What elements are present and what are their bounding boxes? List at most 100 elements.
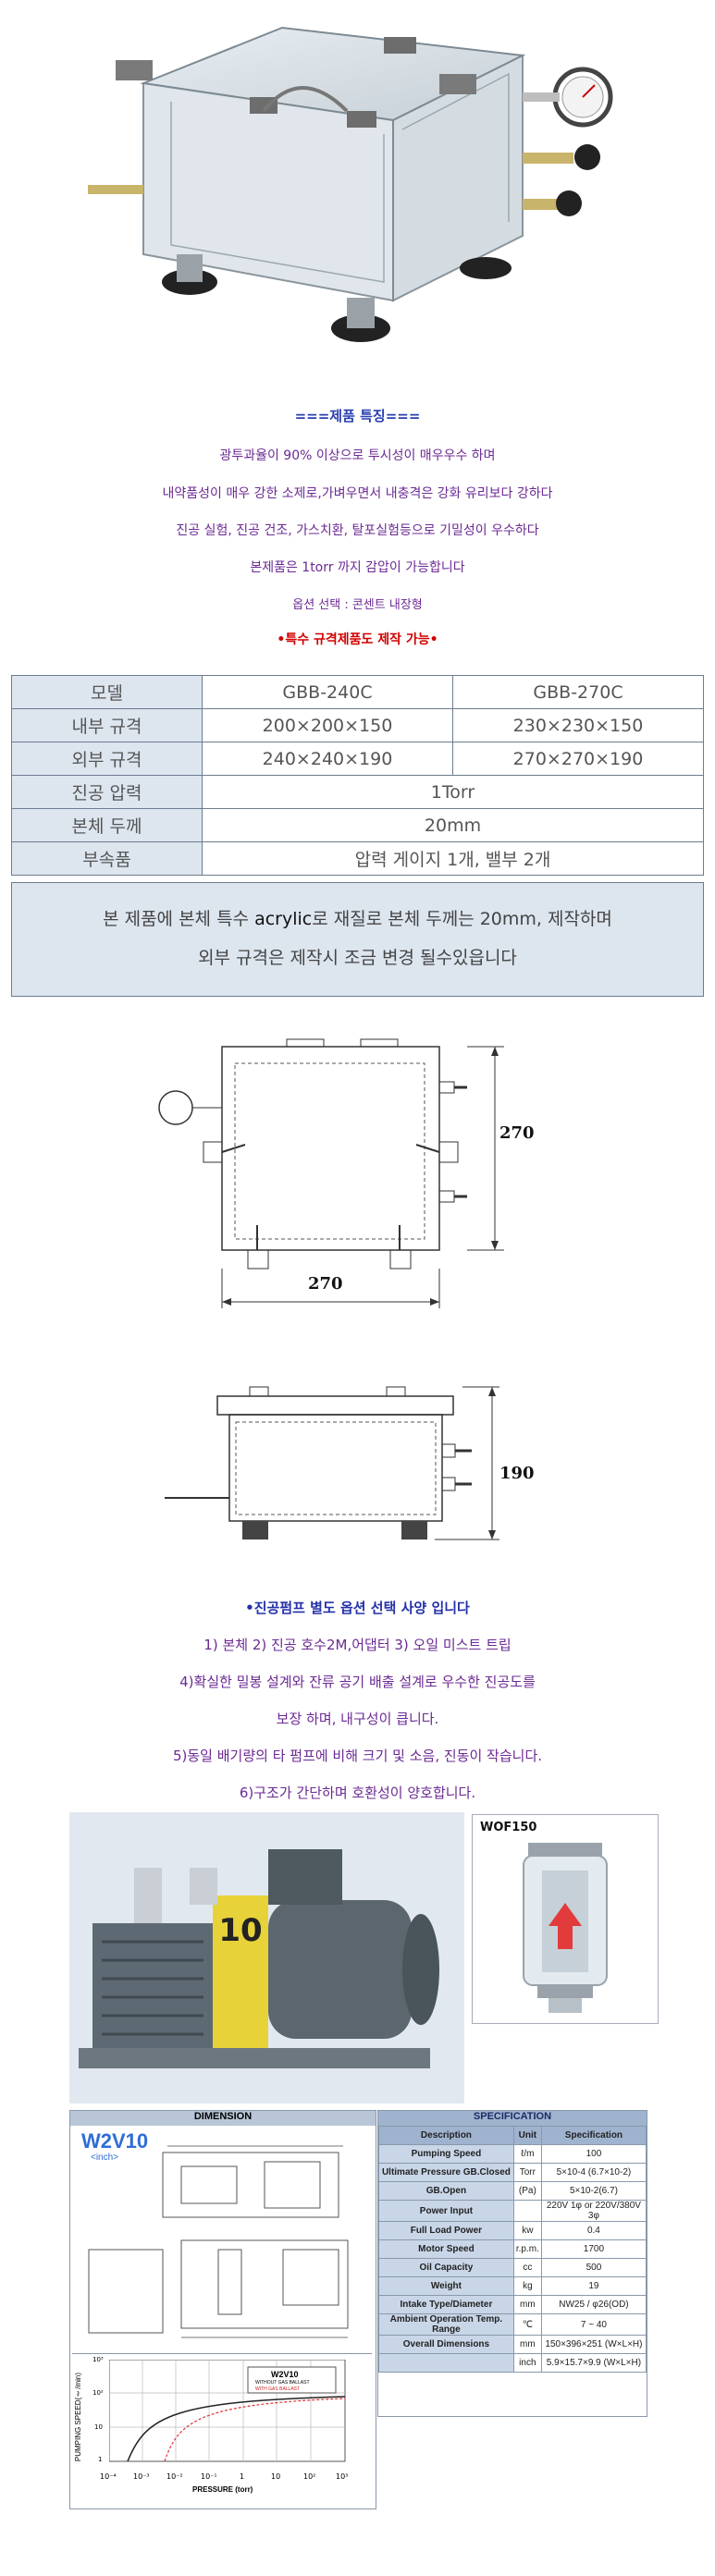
pump-model-number: 10: [218, 1912, 263, 1949]
spec-desc: Overall Dimensions: [378, 2335, 514, 2354]
spec-unit: mm: [512, 2335, 542, 2354]
dimension-header: DIMENSION: [70, 2111, 376, 2126]
spec-cell: 240×240×190: [202, 742, 453, 776]
spec-value: 500: [540, 2258, 647, 2277]
spec-col-header: Description: [378, 2126, 514, 2145]
spec-value: 19: [540, 2276, 647, 2296]
spec-unit: (Pa): [512, 2181, 542, 2201]
spec-row-label: 내부 규격: [11, 708, 203, 742]
spec-row: 부속품 압력 게이지 1개, 밸부 2개: [11, 841, 704, 876]
specification-table: Description Unit Specification Pumping S…: [378, 2126, 647, 2373]
spec-desc: Motor Speed: [378, 2239, 514, 2259]
graph-ylabel: PUMPING SPEED(ℓ/min): [74, 2373, 82, 2462]
spec-header-model-a: GBB-240C: [202, 675, 453, 709]
pump-line-1: 1) 본체 2) 진공 호수2M,어댑터 3) 오일 미스트 트립: [203, 1637, 512, 1653]
note-line-2: 외부 규격은 제작시 조금 변경 될수있읍니다: [198, 948, 517, 968]
spec-value: 220V 1φ or 220V/380V 3φ: [540, 2200, 647, 2222]
spec-desc: Oil Capacity: [378, 2258, 514, 2277]
x-tick: 10⁻³: [133, 2472, 150, 2481]
dimension-unit: <inch>: [91, 2153, 119, 2163]
spec-desc: Weight: [378, 2276, 514, 2296]
side-view-drawing: [157, 1368, 546, 1563]
spec-unit: r.p.m.: [512, 2239, 542, 2259]
spec-table: 모델 GBB-240C GBB-270C 내부 규격 200×200×150 2…: [11, 675, 704, 876]
feature-line-5: 옵션 선택 : 콘센트 내장형: [292, 598, 423, 612]
note-line-1-pre: 본 제품에 본체 특수: [103, 909, 255, 929]
y-tick: 10³: [92, 2356, 104, 2363]
spec-row-label: 외부 규격: [11, 742, 203, 776]
series-without-gas-ballast: [127, 2396, 346, 2462]
pump-photo: 10: [69, 1812, 464, 2104]
arrow-up-icon: [549, 1903, 582, 1949]
custom-order-note: •특수 규격제품도 제작 가능•: [277, 632, 438, 647]
series-with-gas-ballast: [164, 2398, 346, 2462]
y-tick: 10²: [92, 2389, 104, 2397]
spec-desc: Pumping Speed: [378, 2144, 514, 2164]
spec-unit: [512, 2200, 542, 2222]
x-tick: 1: [240, 2472, 245, 2481]
spec-unit: ℓ/m: [512, 2144, 542, 2164]
spec-row-label: 부속품: [11, 841, 203, 876]
pump-line-4: 5)동일 배기량의 타 펌프에 비해 크기 및 소음, 진동이 작습니다.: [172, 1748, 543, 1764]
x-tick: 10: [271, 2472, 281, 2481]
spec-desc: Ambient Operation Temp. Range: [378, 2313, 514, 2336]
filter-photo: WOF150: [472, 1814, 659, 2024]
pump-line-2: 4)확실한 밀봉 설계와 잔류 공기 배출 설계로 우수한 진공도를: [179, 1674, 536, 1690]
specification-header: SPECIFICATION: [378, 2111, 647, 2126]
spec-row: 외부 규격 240×240×190 270×270×190: [11, 742, 704, 776]
graph-xlabel: PRESSURE (torr): [192, 2485, 253, 2494]
spec-cell: 20mm: [202, 808, 704, 842]
spec-cell: 230×230×150: [452, 708, 704, 742]
spec-desc: Ultimate Pressure GB.Closed: [378, 2163, 514, 2182]
dimension-panel: DIMENSION W2V10 <inch> PUMPING SPEED(ℓ/m…: [69, 2110, 376, 2509]
spec-desc: GB.Open: [378, 2181, 514, 2201]
spec-row-label: 진공 압력: [11, 775, 203, 809]
spec-cell: 압력 게이지 1개, 밸부 2개: [202, 841, 704, 876]
pump-option-title: •진공펌프 별도 옵션 선택 사양 입니다: [245, 1600, 470, 1616]
spec-value: 1700: [540, 2239, 647, 2259]
filter-label: WOF150: [480, 1821, 537, 1834]
spec-unit: Torr: [512, 2163, 542, 2182]
spec-value: 100: [540, 2144, 647, 2164]
spec-header-row: 모델 GBB-240C GBB-270C: [11, 675, 704, 709]
spec-header-label: 모델: [11, 675, 203, 709]
spec-unit: ℃: [512, 2313, 542, 2336]
y-tick: 1: [98, 2456, 103, 2463]
spec-row: 본체 두께 20mm: [11, 808, 704, 842]
spec-desc: [378, 2353, 514, 2373]
pump-line-5: 6)구조가 간단하며 호환성이 양호합니다.: [239, 1785, 476, 1801]
spec-unit: inch: [512, 2353, 542, 2373]
x-tick: 10³: [336, 2472, 349, 2481]
spec-cell: 200×200×150: [202, 708, 453, 742]
y-tick: 10: [94, 2423, 103, 2431]
spec-row-label: 본체 두께: [11, 808, 203, 842]
feature-line-4: 본제품은 1torr 까지 감압이 가능합니다: [250, 560, 465, 575]
pump-line-3: 보장 하며, 내구성이 큽니다.: [276, 1711, 439, 1727]
product-photo: [88, 18, 624, 370]
spec-value: NW25 / φ26(OD): [540, 2295, 647, 2314]
spec-unit: kw: [512, 2221, 542, 2240]
feature-line-3: 진공 실험, 진공 건조, 가스치환, 탈포실험등으로 기밀성이 우수하다: [176, 523, 539, 538]
specification-panel: SPECIFICATION Description Unit Specifica…: [377, 2110, 647, 2417]
spec-col-header: Specification: [540, 2126, 647, 2145]
x-tick: 10²: [303, 2472, 316, 2481]
feature-line-2: 내약품성이 매우 강한 소제로,가벼우면서 내충격은 강화 유리보다 강하다: [162, 486, 553, 501]
spec-value: 7 ~ 40: [540, 2313, 647, 2336]
top-dim-side: 270: [499, 1123, 535, 1143]
x-tick: 10⁻⁴: [100, 2472, 117, 2481]
spec-header-model-b: GBB-270C: [452, 675, 704, 709]
side-dim: 190: [499, 1464, 535, 1483]
spec-unit: mm: [512, 2295, 542, 2314]
spec-desc: Intake Type/Diameter: [378, 2295, 514, 2314]
graph-title: W2V10: [271, 2370, 299, 2379]
legend-item: WITHOUT GAS BALLAST: [255, 2380, 310, 2386]
spec-value: 0.4: [540, 2221, 647, 2240]
spec-col-header: Unit: [512, 2126, 542, 2145]
top-view-drawing: [148, 1026, 555, 1341]
note-line-1: 본 제품에 본체 특수 acrylic로 재질로 본체 두께는 20mm, 제작…: [12, 900, 703, 938]
spec-value: 5.9×15.7×9.9 (W×L×H): [540, 2353, 647, 2373]
spec-desc: Power Input: [378, 2200, 514, 2222]
pumping-speed-graph: PUMPING SPEED(ℓ/min) W2V10 WITHOUT GAS B…: [72, 2353, 372, 2508]
features-title: ===제품 특징===: [294, 408, 421, 424]
material-note: 본 제품에 본체 특수 acrylic로 재질로 본체 두께는 20mm, 제작…: [11, 882, 704, 997]
